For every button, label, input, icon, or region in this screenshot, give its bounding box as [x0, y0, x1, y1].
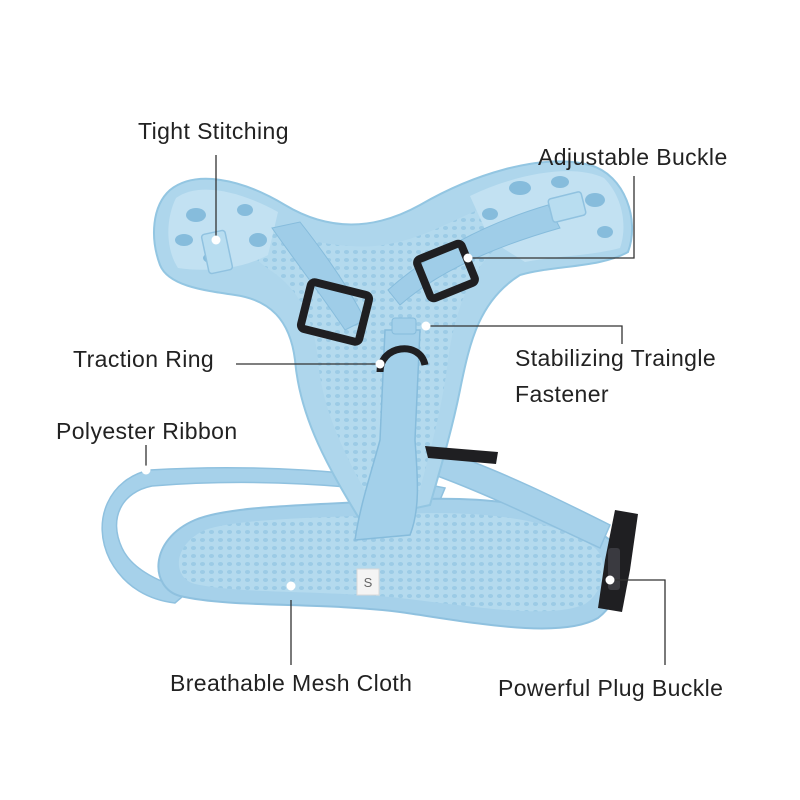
size-tag-text: S: [364, 575, 373, 590]
size-tag: [356, 568, 380, 596]
leader-lines: [145, 155, 666, 665]
right-spots: [482, 176, 613, 238]
label-traction-ring: Traction Ring: [73, 346, 215, 372]
label-polyester-ribbon: Polyester Ribbon: [56, 418, 238, 444]
label-breathable-mesh: Breathable Mesh Cloth: [170, 670, 413, 696]
leader-dots: [141, 235, 615, 591]
center-strap: [354, 329, 421, 541]
label-adjustable-buckle: Adjustable Buckle: [538, 144, 728, 170]
left-neck-strap: [271, 221, 366, 331]
chest-mesh: [178, 513, 604, 612]
stitching-patch-left: [200, 229, 234, 275]
label-powerful-plug-buckle: Powerful Plug Buckle: [498, 675, 724, 701]
right-neck-strap: [387, 204, 561, 306]
triangle-fastener-graphic: [391, 317, 417, 335]
label-stabilizing-line1: Stabilizing Traingle: [515, 345, 717, 371]
side-clip-graphic: [425, 446, 498, 464]
label-tight-stitching: Tight Stitching: [138, 118, 289, 144]
stitching-patch-right: [547, 191, 587, 223]
label-stabilizing-line2: Fastener: [515, 381, 609, 407]
side-strap: [431, 449, 611, 550]
